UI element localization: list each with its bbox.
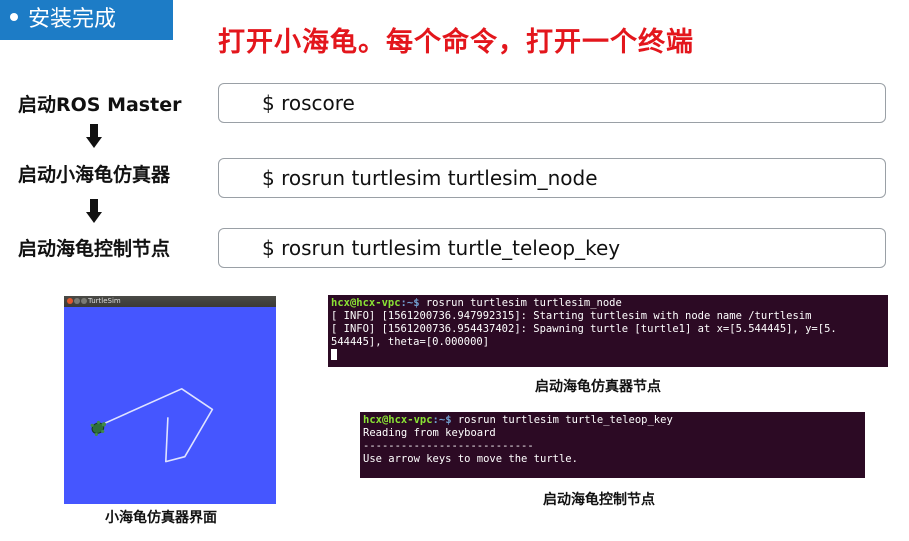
turtle-icon	[90, 420, 107, 437]
arrow-down-icon	[86, 199, 102, 225]
terminal-turtlesim-node[interactable]: hcx@hcx-vpc:~$ rosrun turtlesim turtlesi…	[328, 295, 888, 367]
bullet-icon	[10, 13, 18, 21]
window-titlebar: TurtleSim	[64, 296, 276, 307]
maximize-icon[interactable]	[81, 298, 87, 304]
page-title: 打开小海龟。每个命令，打开一个终端	[218, 27, 694, 58]
turtlesim-caption: 小海龟仿真器界面	[105, 510, 217, 526]
section-tag: 安装完成	[0, 0, 173, 40]
terminal-line: [ INFO] [1561200736.954437402]: Spawning…	[331, 323, 837, 335]
turtle-path	[93, 388, 214, 463]
terminal-command: rosrun turtlesim turtle_teleop_key	[451, 414, 673, 426]
terminal-line: 544445], theta=[0.000000]	[331, 336, 490, 348]
turtlesim-window: TurtleSim	[64, 296, 276, 504]
terminal-prompt-user: hcx@hcx-vpc	[331, 297, 401, 309]
terminal-line: Use arrow keys to move the turtle.	[363, 453, 578, 465]
terminal-line: ---------------------------	[363, 440, 534, 452]
terminal-prompt-path: :~$	[400, 297, 420, 309]
terminal-teleop-caption: 启动海龟控制节点	[543, 492, 655, 508]
command-box-roscore: $ roscore	[218, 83, 886, 123]
terminal-teleop-key[interactable]: hcx@hcx-vpc:~$ rosrun turtlesim turtle_t…	[360, 412, 865, 478]
turtlesim-canvas	[90, 388, 214, 463]
step-label-ros-master: 启动ROS Master	[18, 94, 182, 116]
terminal-prompt-path: :~$	[432, 414, 452, 426]
command-box-teleop-key: $ rosrun turtlesim turtle_teleop_key	[218, 228, 886, 268]
command-box-turtlesim-node: $ rosrun turtlesim turtlesim_node	[218, 158, 886, 198]
terminal-prompt-user: hcx@hcx-vpc	[363, 414, 433, 426]
terminal-line: Reading from keyboard	[363, 427, 496, 439]
terminal-cursor	[331, 349, 337, 360]
minimize-icon[interactable]	[74, 298, 80, 304]
step-label-turtlesim: 启动小海龟仿真器	[18, 164, 171, 186]
window-title: TurtleSim	[88, 297, 121, 305]
terminal-command: rosrun turtlesim turtlesim_node	[419, 297, 622, 309]
terminal-node-caption: 启动海龟仿真器节点	[535, 379, 661, 395]
close-icon[interactable]	[67, 298, 73, 304]
arrow-down-icon	[86, 124, 102, 150]
step-label-teleop: 启动海龟控制节点	[18, 238, 171, 260]
terminal-line: [ INFO] [1561200736.947992315]: Starting…	[331, 310, 812, 322]
section-tag-label: 安装完成	[28, 7, 117, 32]
